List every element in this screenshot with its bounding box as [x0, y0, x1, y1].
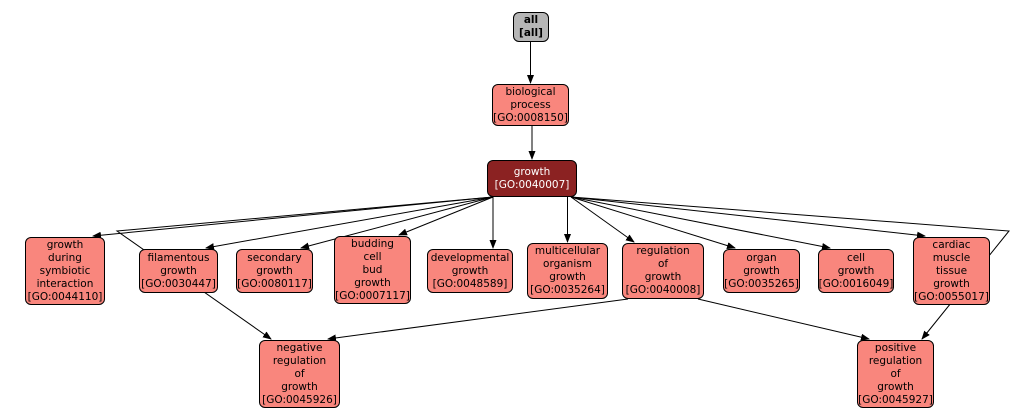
node-label: cell growth	[837, 251, 875, 277]
node-go-id: [GO:0048589]	[432, 277, 508, 290]
edge-growth-to-organ_growth	[570, 196, 736, 249]
node-go-id: [GO:0035264]	[530, 284, 605, 296]
go-node-secondary_growth[interactable]: secondary growth[GO:0080117]	[236, 249, 313, 293]
node-label: multicellular organism growth	[534, 245, 601, 283]
go-node-growth_during_symbiotic_interaction[interactable]: growth during symbiotic interaction[GO:0…	[25, 237, 105, 305]
edge-growth-to-filamentous_growth	[205, 196, 494, 251]
node-label: negative regulation of growth	[272, 341, 327, 393]
node-go-id: [GO:0045926]	[262, 393, 337, 406]
go-node-developmental_growth[interactable]: developmental growth[GO:0048589]	[427, 249, 513, 293]
node-go-id: [GO:0044110]	[27, 290, 103, 303]
node-label: growth	[513, 165, 551, 178]
go-node-negative_regulation_of_growth[interactable]: negative regulation of growth[GO:0045926…	[259, 340, 340, 408]
node-label: developmental growth	[430, 251, 510, 277]
node-go-id: [GO:0045927]	[858, 393, 933, 406]
node-go-id: [GO:0007117]	[335, 289, 410, 302]
node-go-id: [all]	[519, 27, 543, 39]
node-label: growth during symbiotic interaction	[36, 238, 94, 290]
node-label: all	[523, 14, 539, 26]
node-label: budding cell bud growth	[351, 237, 394, 289]
node-go-id: [GO:0040008]	[625, 284, 701, 296]
go-node-biological_process[interactable]: biological process[GO:0008150]	[492, 84, 569, 126]
node-go-id: [GO:0040007]	[494, 178, 570, 191]
go-node-cardiac_muscle_tissue_growth[interactable]: cardiac muscle tissue growth[GO:0055017]	[913, 237, 990, 305]
edge-growth-to-negative_regulation_of_growth	[115, 196, 494, 340]
node-go-id: [GO:0008150]	[493, 111, 568, 124]
edge-growth-to-secondary_growth	[300, 196, 494, 250]
node-go-id: [GO:0030447]	[141, 277, 216, 290]
edge-growth-to-budding_cell_bud_growth	[398, 196, 494, 236]
edge-regulation_of_growth-to-negative_regulation_of_growth	[327, 298, 629, 342]
go-node-all[interactable]: all[all]	[513, 12, 549, 42]
edge-growth-to-cell_growth	[570, 196, 831, 250]
edge-regulation_of_growth-to-positive_regulation_of_growth	[697, 298, 870, 341]
node-go-id: [GO:0016049]	[818, 277, 894, 290]
node-label: cardiac muscle tissue growth	[932, 238, 971, 290]
node-go-id: [GO:0080117]	[237, 277, 312, 290]
go-node-regulation_of_growth[interactable]: regulation of growth[GO:0040008]	[622, 243, 704, 299]
edge-growth-to-cardiac_muscle_tissue_growth	[570, 196, 926, 239]
go-node-organ_growth[interactable]: organ growth[GO:0035265]	[723, 249, 800, 293]
node-label: secondary growth	[247, 251, 302, 277]
node-label: filamentous growth	[147, 251, 210, 277]
go-node-filamentous_growth[interactable]: filamentous growth[GO:0030447]	[139, 249, 218, 293]
node-go-id: [GO:0055017]	[914, 290, 989, 303]
node-go-id: [GO:0035265]	[724, 277, 799, 290]
go-node-multicellular_organism_growth[interactable]: multicellular organism growth[GO:0035264…	[527, 243, 608, 299]
go-node-growth[interactable]: growth[GO:0040007]	[487, 160, 577, 197]
node-label: positive regulation of growth	[868, 341, 923, 393]
go-node-budding_cell_bud_growth[interactable]: budding cell bud growth[GO:0007117]	[334, 236, 411, 304]
node-label: regulation of growth	[636, 245, 690, 283]
node-label: biological process	[505, 85, 556, 111]
edge-growth-to-regulation_of_growth	[570, 196, 635, 243]
node-label: organ growth	[743, 251, 780, 277]
go-node-positive_regulation_of_growth[interactable]: positive regulation of growth[GO:0045927…	[857, 340, 934, 408]
go-node-cell_growth[interactable]: cell growth[GO:0016049]	[818, 249, 894, 293]
